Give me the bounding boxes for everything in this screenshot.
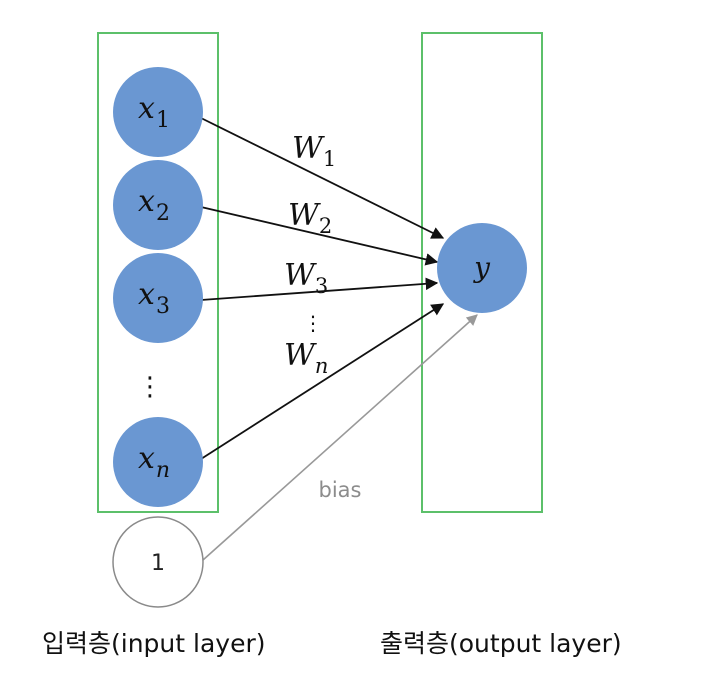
- input-node-x1: x1: [113, 67, 203, 157]
- output-layer-label: 출력층(output layer): [380, 629, 622, 658]
- bias-edge: [202, 314, 478, 561]
- weights-ellipsis: ⋮: [303, 311, 323, 335]
- input-node-x3: x3: [113, 253, 203, 343]
- weight-label: W3: [284, 258, 328, 298]
- weight-edge: [200, 206, 439, 266]
- input-ellipsis: ⋮: [137, 372, 163, 402]
- output-node-label: y: [472, 251, 491, 284]
- weight-edge: [200, 117, 445, 239]
- bias-label: bias: [319, 478, 362, 502]
- bias-node-label: 1: [151, 551, 165, 576]
- weight-label: Wn: [284, 338, 328, 378]
- bias-node: 1: [112, 516, 204, 608]
- weight-edge: [200, 277, 439, 301]
- output-layer-box: [421, 32, 543, 513]
- edges: [200, 117, 478, 561]
- input-layer-label: 입력층(input layer): [42, 629, 265, 658]
- weight-label: W1: [292, 131, 336, 171]
- input-node-x2: x2: [113, 160, 203, 250]
- output-node: y: [437, 223, 527, 313]
- weight-edge: [200, 303, 445, 460]
- weight-label: W2: [288, 198, 332, 238]
- input-layer-box: [97, 32, 219, 513]
- input-node-xn: xn: [113, 417, 203, 507]
